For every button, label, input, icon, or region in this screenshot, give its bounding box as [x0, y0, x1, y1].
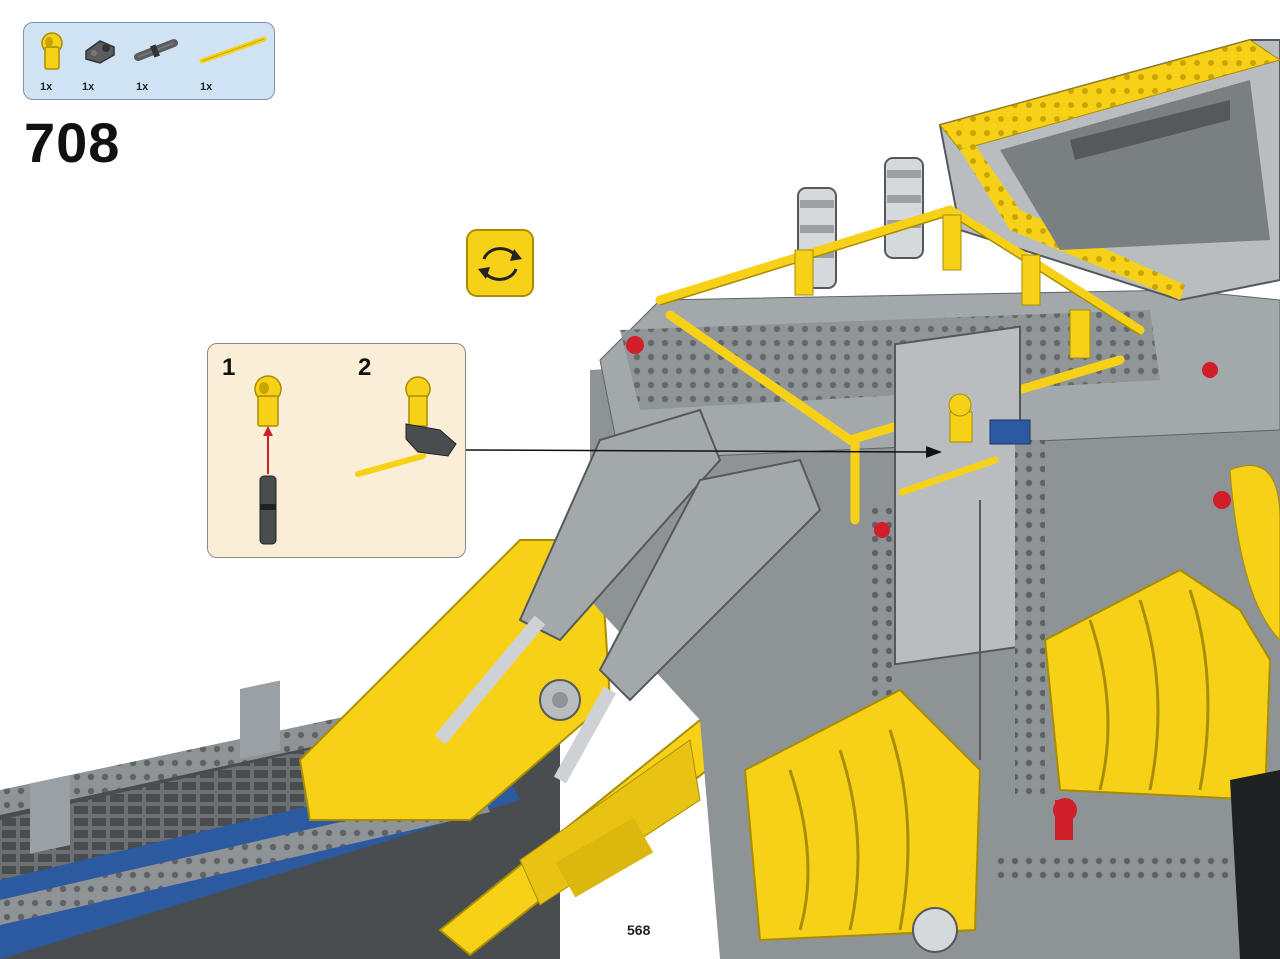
page-number: 568 [624, 922, 654, 938]
gray-pin-connector-icon [85, 40, 115, 64]
rotate-model-icon [466, 229, 534, 297]
step-number: 708 [24, 111, 121, 174]
substep-2-number: 2 [358, 354, 372, 381]
callout-pointer-arrow [466, 446, 942, 458]
subassembly-callout: 1 2 [207, 343, 466, 558]
parts-list-item: 1x [196, 31, 270, 93]
gray-axle-pin-icon [134, 39, 178, 61]
substep-drawing [254, 375, 457, 545]
parts-list-item: 1x [132, 31, 182, 93]
parts-list-box: 1x 1x 1x 1x [23, 22, 275, 100]
substep-1-number: 1 [222, 354, 236, 381]
yellow-connector-icon [254, 375, 282, 427]
parts-list-item: 1x [36, 31, 86, 93]
part-qty: 1x [82, 81, 95, 93]
parts-list-item: 1x [80, 31, 130, 93]
part-qty: 1x [136, 81, 149, 93]
part-qty: 1x [200, 81, 213, 93]
part-qty: 1x [40, 81, 53, 93]
yellow-axle-icon [199, 36, 267, 64]
yellow-connector-icon [41, 32, 63, 70]
